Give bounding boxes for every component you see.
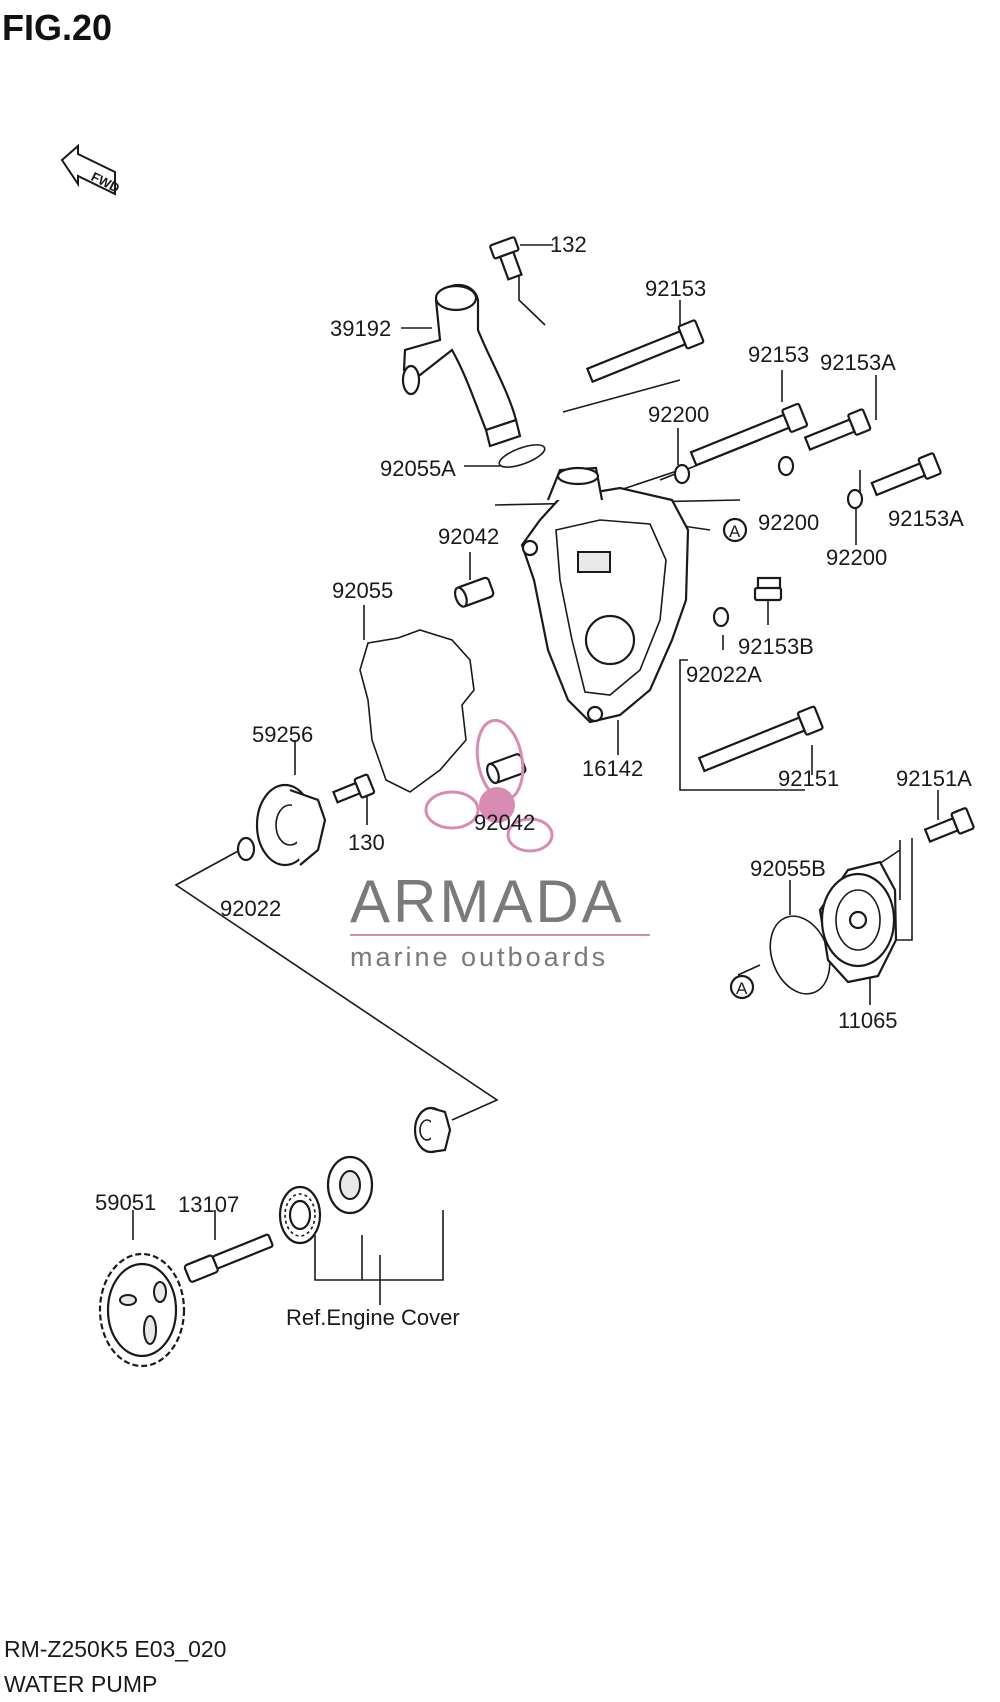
o-ring-92055A bbox=[498, 444, 546, 468]
watermark-tagline: marine outboards bbox=[350, 942, 608, 972]
label-92151A: 92151A bbox=[896, 766, 972, 791]
label-92200-a: 92200 bbox=[648, 402, 709, 427]
label-59256: 59256 bbox=[252, 722, 313, 747]
hose-fitting-39192 bbox=[401, 284, 522, 448]
label-92153A-b: 92153A bbox=[888, 506, 964, 531]
bolt-92151A bbox=[923, 807, 975, 844]
dowel-92042-lower bbox=[486, 753, 527, 785]
washer-92022A bbox=[712, 606, 730, 628]
label-92153-a: 92153 bbox=[645, 276, 706, 301]
bolt-92153B bbox=[753, 576, 783, 602]
marker-a-upper: A bbox=[722, 517, 748, 543]
washer-92200-c bbox=[846, 488, 864, 510]
label-92151: 92151 bbox=[778, 766, 839, 791]
washer-92022 bbox=[236, 836, 256, 862]
fwd-arrow-icon: FWD bbox=[60, 143, 122, 196]
bolt-92153-lower bbox=[689, 402, 809, 467]
pump-cover-16142 bbox=[520, 466, 690, 724]
label-13107: 13107 bbox=[178, 1192, 239, 1217]
label-92055B: 92055B bbox=[750, 856, 826, 881]
gear-59051 bbox=[98, 1252, 186, 1368]
propeller-logo-icon bbox=[424, 718, 554, 853]
label-92022A: 92022A bbox=[686, 662, 762, 687]
label-92042-a: 92042 bbox=[438, 524, 499, 549]
impeller-59256 bbox=[255, 783, 327, 867]
marker-a-upper-label: A bbox=[729, 522, 741, 541]
bearing-engine-cover bbox=[278, 1185, 322, 1245]
label-92042-b: 92042 bbox=[474, 810, 535, 835]
bolt-92153A-lower bbox=[870, 452, 942, 497]
model-code: RM-Z250K5 E03_020 bbox=[4, 1636, 226, 1662]
marker-a-lower: A bbox=[729, 974, 755, 1000]
label-92200-c: 92200 bbox=[826, 545, 887, 570]
bolt-92153A-upper bbox=[803, 408, 872, 451]
diagram-subtitle: WATER PUMP bbox=[4, 1671, 157, 1697]
washer-92200-a bbox=[673, 463, 691, 485]
label-92153A-a: 92153A bbox=[820, 350, 896, 375]
label-132: 132 bbox=[550, 232, 587, 257]
pump-housing-11065 bbox=[818, 860, 898, 984]
label-92055: 92055 bbox=[332, 578, 393, 603]
seal-engine-cover bbox=[413, 1106, 452, 1154]
label-130: 130 bbox=[348, 830, 385, 855]
oil-seal-engine-cover bbox=[326, 1155, 374, 1215]
label-59051: 59051 bbox=[95, 1190, 156, 1215]
label-92055A: 92055A bbox=[380, 456, 456, 481]
dowel-92042-upper bbox=[453, 576, 495, 608]
label-92153B: 92153B bbox=[738, 634, 814, 659]
bolt-132 bbox=[489, 236, 523, 281]
bolt-92151 bbox=[697, 705, 824, 773]
label-16142: 16142 bbox=[582, 756, 643, 781]
bolt-92153-upper bbox=[585, 319, 705, 384]
label-92200-b: 92200 bbox=[758, 510, 819, 535]
marker-a-lower-label: A bbox=[736, 979, 748, 998]
shaft-13107 bbox=[183, 1233, 274, 1283]
gasket-92055 bbox=[359, 629, 475, 793]
part-labels: 132 39192 92153 92153 92153A 92200 92055… bbox=[95, 232, 972, 1330]
ref-engine-cover-label: Ref.Engine Cover bbox=[286, 1305, 460, 1330]
label-11065: 11065 bbox=[838, 1008, 898, 1033]
figure-title: FIG.20 bbox=[2, 7, 112, 48]
washer-92200-b bbox=[777, 455, 795, 477]
label-92153-b: 92153 bbox=[748, 342, 809, 367]
label-92022: 92022 bbox=[220, 896, 281, 921]
watermark-brand: ARMADA bbox=[350, 868, 625, 935]
bolt-130 bbox=[332, 773, 376, 804]
fwd-label: FWD bbox=[89, 169, 122, 196]
label-39192: 39192 bbox=[330, 316, 391, 341]
armada-watermark: ARMADA marine outboards bbox=[350, 718, 650, 972]
